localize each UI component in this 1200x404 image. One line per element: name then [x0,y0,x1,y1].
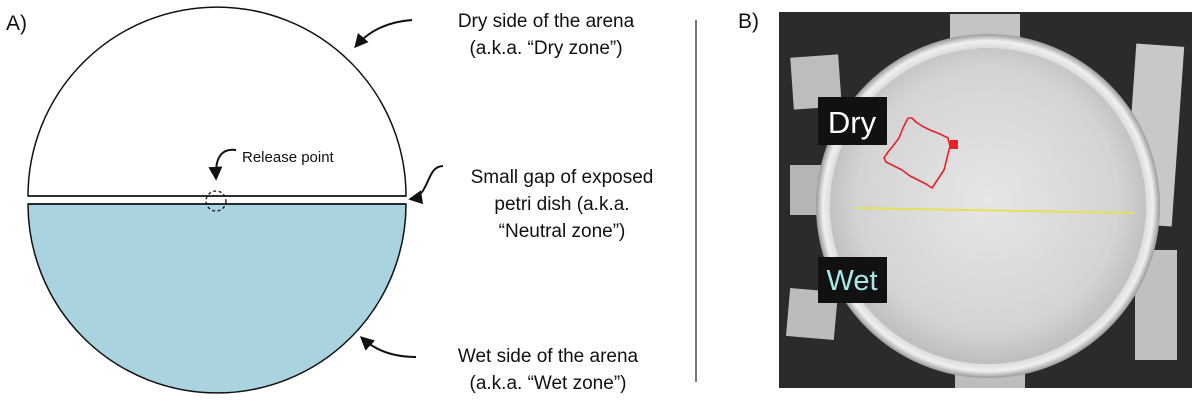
wet-side-label-line1: Wet side of the arena [458,346,639,367]
wet-label-box [818,257,887,303]
zone-midline [854,207,1135,214]
arena-photo: Dry Wet [779,12,1192,388]
wet-side-arrow [359,336,417,358]
wet-side-label-line2: (a.k.a. “Wet zone”) [470,373,627,394]
dry-side-label-line1: Dry side of the arena [458,11,635,32]
animal-position-marker [950,140,958,149]
animal-track [883,117,951,189]
wet-zone-half [27,203,407,394]
neutral-gap-label-line3: “Neutral zone”) [499,221,626,242]
photo-wet-label: Wet [826,265,877,297]
dry-zone-half [27,6,407,197]
release-point-marker [205,190,227,212]
release-point-arrow [208,148,237,181]
panel-b-label: B) [738,10,759,33]
tape-label [790,54,842,110]
dry-label-box [818,97,887,145]
dry-side-label-line2: (a.k.a. “Dry zone”) [469,38,622,59]
neutral-gap-arrow [408,165,444,205]
release-point-label: Release point [242,149,335,166]
neutral-gap-label-line2: petri dish (a.k.a. [494,194,629,215]
dry-side-arrow [354,19,413,49]
petri-dish-interior [830,48,1146,364]
panel-a-label: A) [6,12,27,35]
photo-dry-label: Dry [828,105,877,140]
neutral-gap-label-line1: Small gap of exposed [471,167,654,188]
